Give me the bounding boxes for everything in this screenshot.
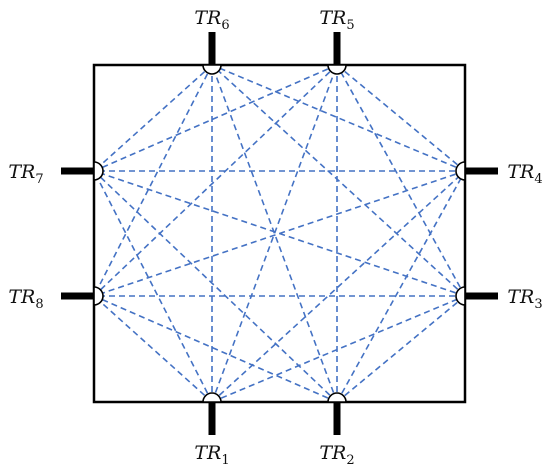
label-subscript: 8 <box>35 297 43 312</box>
transducer-face <box>93 286 104 306</box>
label-name: TR <box>8 286 35 308</box>
transducer-stem <box>208 402 216 435</box>
label-tr6: TR6 <box>194 7 229 33</box>
path-tr2-tr8 <box>93 295 338 403</box>
transducer-stem <box>333 32 341 65</box>
path-tr2-tr4 <box>336 170 466 403</box>
path-tr1-tr7 <box>93 170 213 403</box>
label-tr1: TR1 <box>194 442 229 468</box>
label-name: TR <box>507 286 534 308</box>
label-name: TR <box>507 161 534 183</box>
path-tr3-tr6 <box>211 64 466 297</box>
transducer-tr5 <box>327 32 347 75</box>
transducer-tr3 <box>455 286 498 306</box>
label-subscript: 4 <box>534 172 542 187</box>
label-name: TR <box>8 161 35 183</box>
label-tr3: TR3 <box>507 286 542 312</box>
transducer-face <box>93 161 104 181</box>
label-subscript: 1 <box>221 453 229 468</box>
transducer-face <box>455 161 466 181</box>
path-tr2-tr3 <box>336 295 466 403</box>
transducer-face <box>202 392 222 403</box>
transducer-stem <box>465 292 498 300</box>
label-name: TR <box>319 7 346 29</box>
transducers <box>61 32 498 435</box>
transducer-stem <box>465 167 498 175</box>
label-tr4: TR4 <box>507 161 542 187</box>
path-tr5-tr7 <box>93 64 338 172</box>
transducer-tr2 <box>327 392 347 435</box>
transducer-face <box>327 64 347 75</box>
label-tr2: TR2 <box>319 442 354 468</box>
transducer-tr1 <box>202 392 222 435</box>
transducer-stem <box>61 292 94 300</box>
path-tr6-tr8 <box>93 64 213 297</box>
path-tr1-tr4 <box>211 170 466 403</box>
label-name: TR <box>194 7 221 29</box>
path-tr1-tr3 <box>211 295 466 403</box>
label-subscript: 3 <box>534 297 542 312</box>
path-tr4-tr6 <box>211 64 466 172</box>
label-name: TR <box>194 442 221 464</box>
transducer-stem <box>61 167 94 175</box>
path-tr6-tr7 <box>93 64 213 172</box>
label-subscript: 2 <box>346 453 354 468</box>
transducer-face <box>327 392 347 403</box>
transducer-tr8 <box>61 286 104 306</box>
path-tr4-tr5 <box>336 64 466 172</box>
measurement-frame <box>92 63 467 404</box>
acoustic-paths <box>93 64 466 403</box>
transducer-tr4 <box>455 161 498 181</box>
transducer-face <box>455 286 466 306</box>
path-tr5-tr8 <box>93 64 338 297</box>
label-subscript: 7 <box>35 172 43 187</box>
label-tr5: TR5 <box>319 7 354 33</box>
transducer-stem <box>208 32 216 65</box>
transducer-stem <box>333 402 341 435</box>
path-tr4-tr8 <box>93 170 466 297</box>
path-tr1-tr8 <box>93 295 213 403</box>
path-tr3-tr5 <box>336 64 466 297</box>
transducer-face <box>202 64 222 75</box>
label-tr8: TR8 <box>8 286 43 312</box>
label-subscript: 6 <box>221 18 229 33</box>
label-name: TR <box>319 442 346 464</box>
label-tr7: TR7 <box>8 161 43 187</box>
transducer-tr7 <box>61 161 104 181</box>
transducer-tr6 <box>202 32 222 75</box>
path-tr2-tr7 <box>93 170 338 403</box>
label-subscript: 5 <box>346 18 354 33</box>
